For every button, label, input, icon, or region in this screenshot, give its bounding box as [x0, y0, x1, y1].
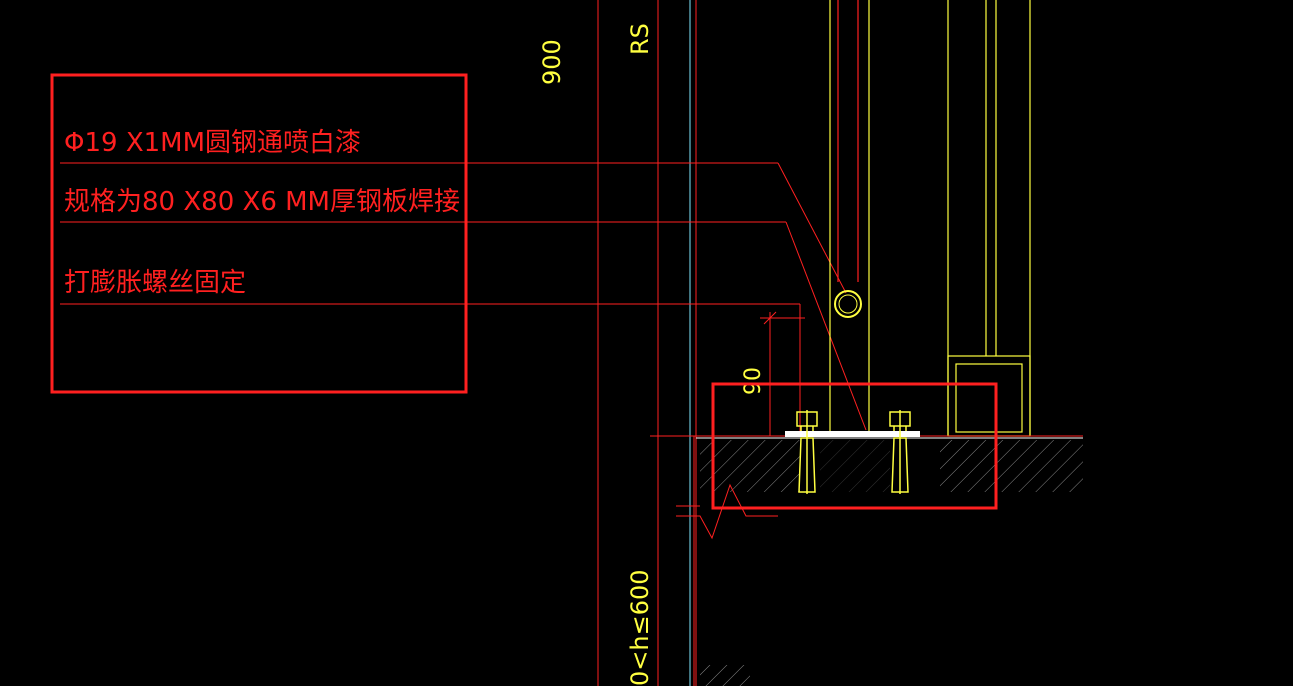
- dimension-90-lines: [760, 311, 805, 436]
- dimension-900: 900: [538, 39, 566, 85]
- annotation-round-steel: Φ19 X1MM圆钢通喷白漆: [64, 128, 361, 158]
- rs-label: RS: [626, 23, 654, 55]
- steel-base-plate: [785, 431, 920, 437]
- annotation-expansion-bolt: 打膨胀螺丝固定: [64, 268, 246, 298]
- annotation-steel-plate: 规格为80 X80 X6 MM厚钢板焊接: [64, 187, 460, 217]
- base-highlight-box: [711, 382, 998, 510]
- leader-lines: [60, 162, 867, 436]
- anchor-bolt-icon: [889, 410, 911, 494]
- break-line-icon: [676, 483, 778, 540]
- anchor-bolt-icon: [796, 410, 818, 494]
- annotation-highlight-box: [50, 73, 468, 394]
- dimension-90: 90: [741, 367, 766, 395]
- vertical-reference-lines: [597, 0, 697, 686]
- railing-posts: [829, 0, 1031, 437]
- circle-tube-icon: [834, 290, 862, 318]
- height-range-label: 0<h≤600: [626, 569, 654, 686]
- concrete-ground: [650, 435, 1083, 686]
